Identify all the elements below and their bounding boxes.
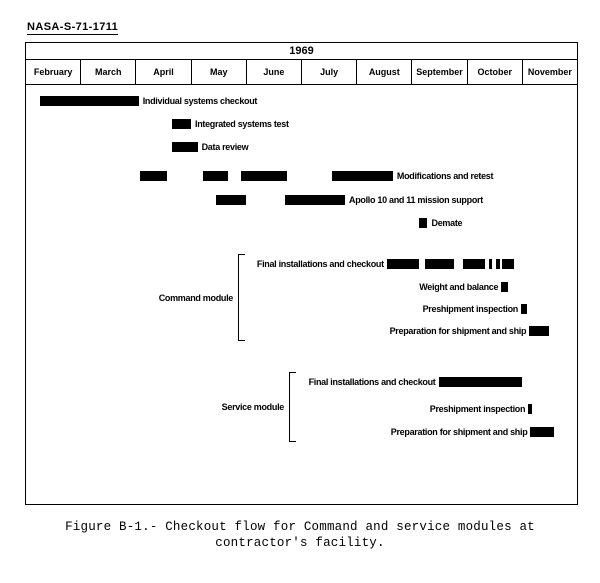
figure-caption: Figure B-1.- Checkout flow for Command a… <box>0 519 600 551</box>
month-header: May <box>192 60 247 84</box>
gantt-bar <box>521 304 527 314</box>
gantt-bar <box>39 96 139 106</box>
task-label: Demate <box>431 218 463 228</box>
group-label: Command module <box>158 292 234 303</box>
gantt-bar <box>488 259 493 269</box>
month-header: June <box>247 60 303 84</box>
gantt-bar <box>424 259 454 269</box>
month-header: April <box>136 60 192 84</box>
task-label: Preshipment inspection <box>422 304 519 314</box>
gantt-bar <box>284 195 345 205</box>
month-header: March <box>81 60 137 84</box>
gantt-bar <box>502 259 515 269</box>
group-bracket <box>289 372 296 442</box>
gantt-bar <box>530 427 554 437</box>
month-header: October <box>468 60 523 84</box>
gantt-bar <box>171 119 192 129</box>
task-label: Weight and balance <box>419 282 499 292</box>
task-label: Preshipment inspection <box>429 404 526 414</box>
group-bracket <box>238 254 245 341</box>
gantt-bar <box>438 377 523 387</box>
caption-line-1: Figure B-1.- Checkout flow for Command a… <box>65 520 535 534</box>
gantt-bar <box>386 259 419 269</box>
task-label: Apollo 10 and 11 mission support <box>349 195 483 205</box>
month-header: November <box>527 67 572 77</box>
task-label: Preparation for shipment and ship <box>390 427 528 437</box>
document-number: NASA-S-71-1711 <box>27 21 119 35</box>
task-label: Integrated systems test <box>195 119 289 129</box>
gantt-bar <box>495 259 500 269</box>
gantt-bar <box>528 404 532 414</box>
group-label: Service module <box>221 402 285 412</box>
gantt-bar <box>171 142 198 152</box>
month-header: September <box>412 60 468 84</box>
gantt-bar <box>215 195 246 205</box>
task-label: Modifications and retest <box>396 171 494 181</box>
task-label: Data review <box>201 142 249 152</box>
gantt-bar <box>501 282 508 292</box>
gantt-bar <box>203 171 228 181</box>
month-header: February <box>26 60 82 84</box>
task-label: Individual systems checkout <box>142 96 258 106</box>
gantt-bar <box>240 171 288 181</box>
year-header: 1969 <box>26 43 577 60</box>
task-label: Final installations and checkout <box>256 259 384 269</box>
gantt-bar <box>462 259 485 269</box>
gantt-bar <box>419 218 428 228</box>
month-header: August <box>357 60 413 84</box>
gantt-bar <box>332 171 393 181</box>
gantt-bar <box>140 171 168 181</box>
gantt-bar <box>529 326 550 336</box>
task-label: Preparation for shipment and ship <box>389 326 527 336</box>
caption-line-2: contractor's facility. <box>215 536 385 550</box>
task-label: Final installations and checkout <box>308 377 436 387</box>
month-header: July <box>302 60 358 84</box>
